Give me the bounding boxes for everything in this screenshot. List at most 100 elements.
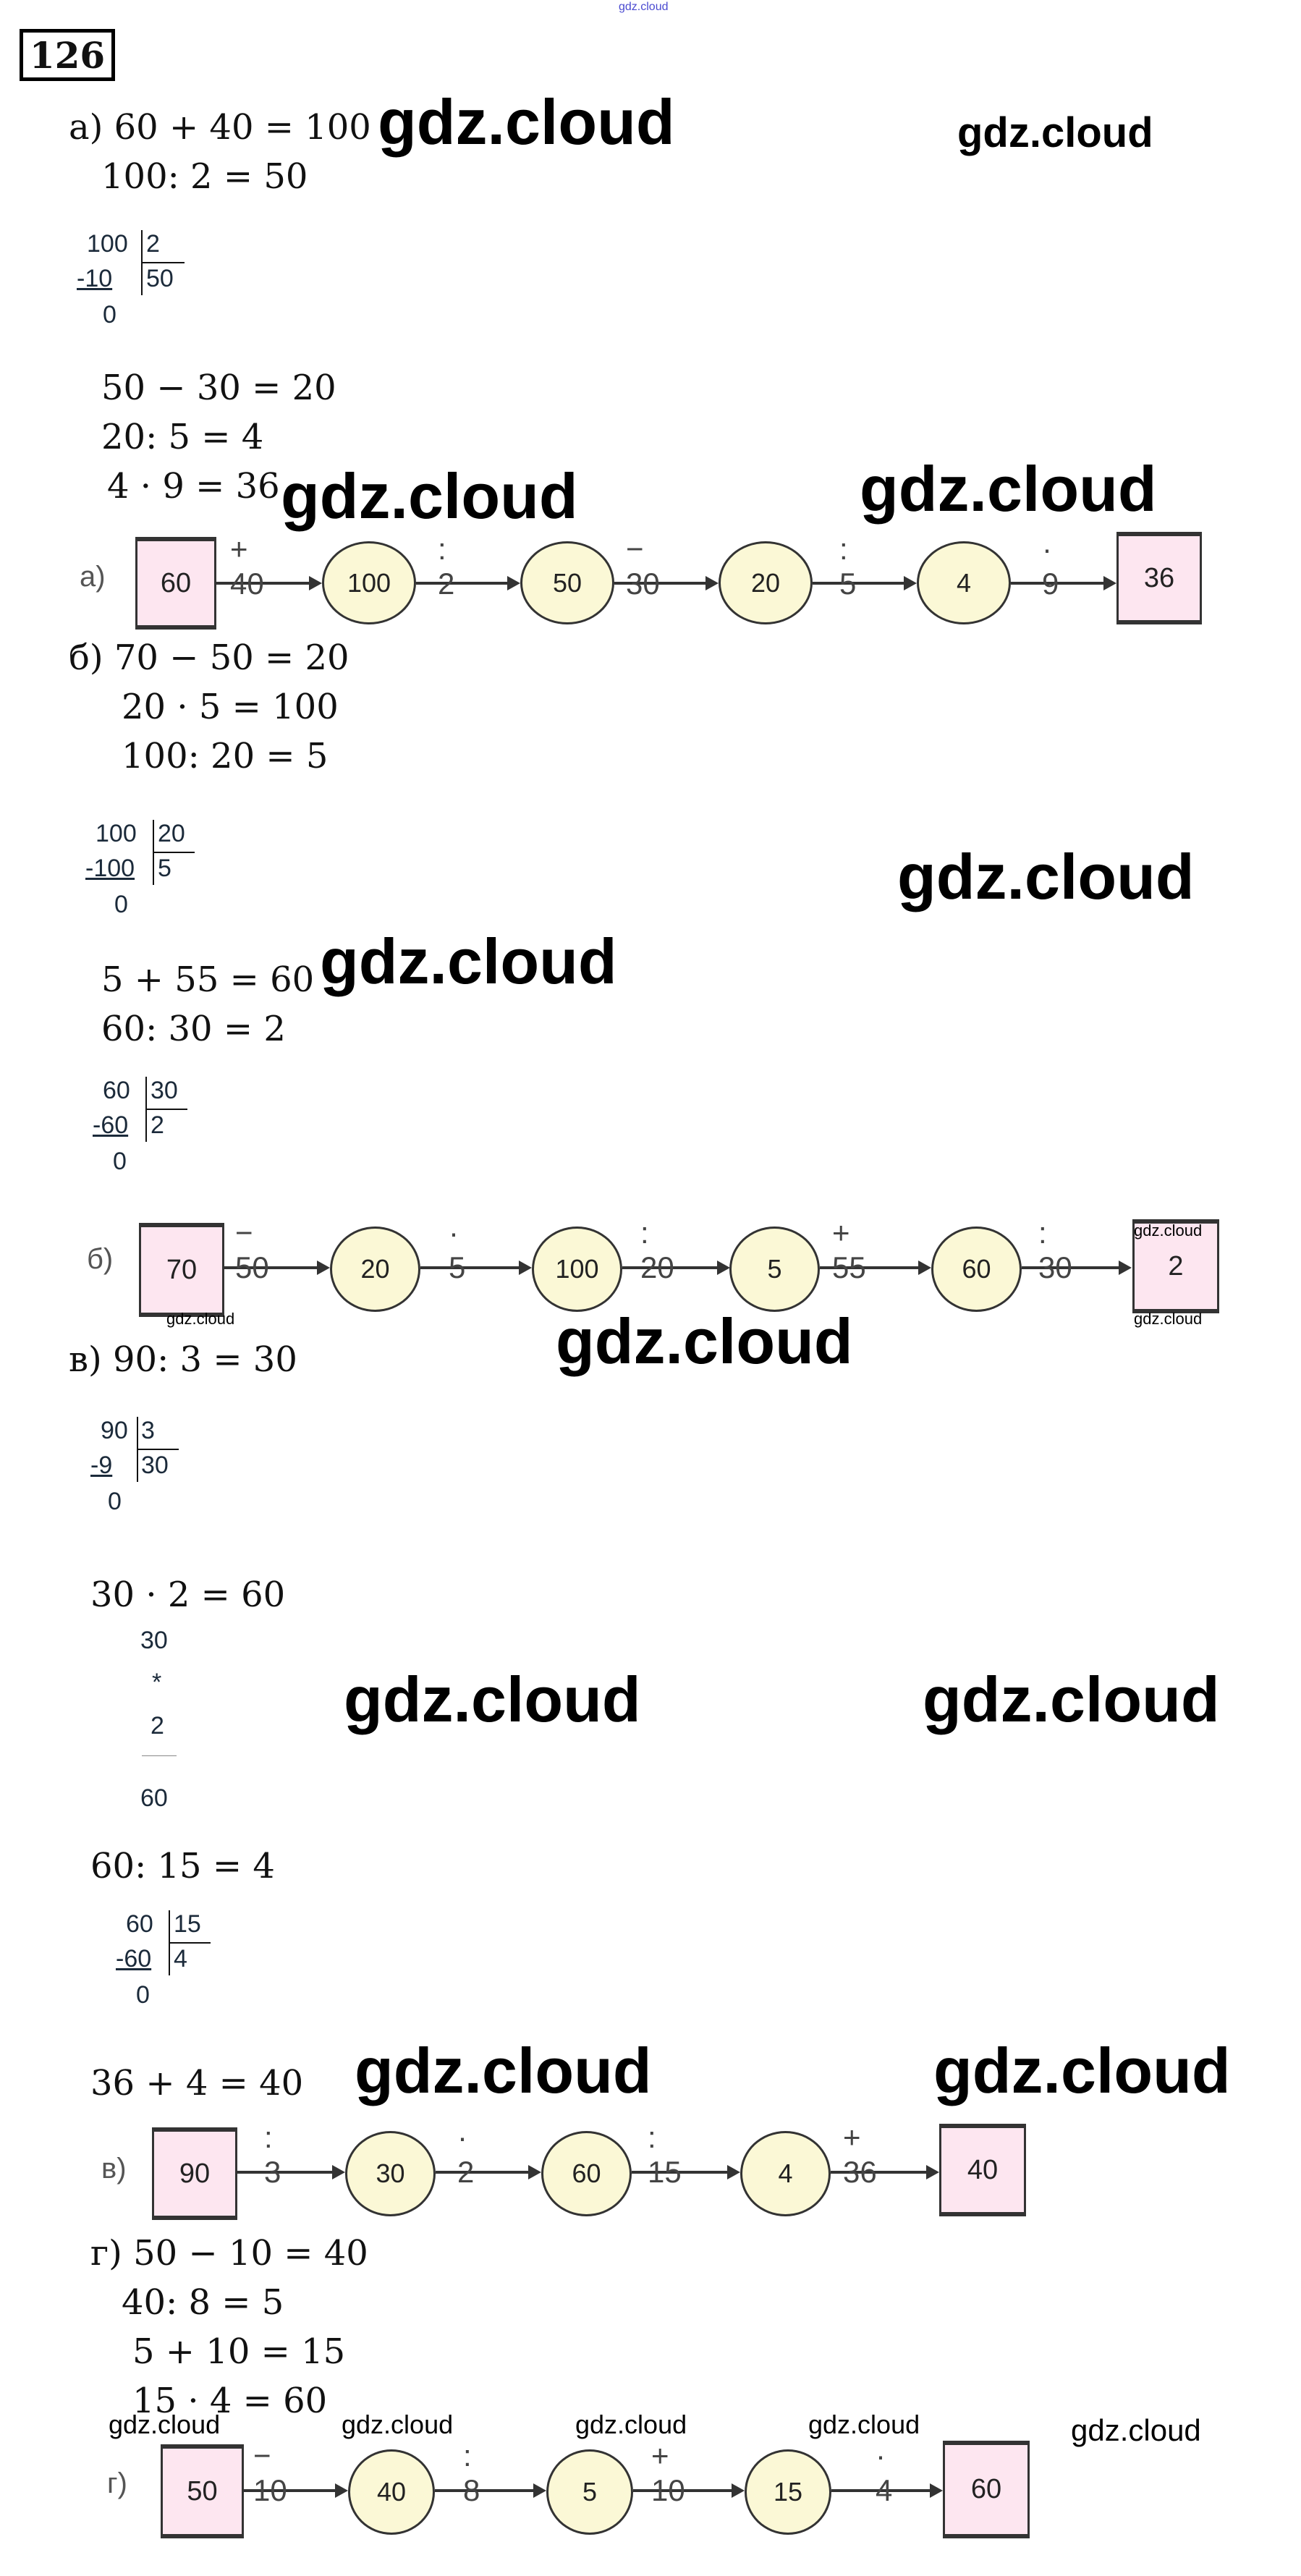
node: 5 bbox=[729, 1226, 820, 1312]
subtrahend: -100 bbox=[85, 855, 135, 882]
multiply-sign: * bbox=[152, 1669, 162, 1696]
node: 40 bbox=[348, 2449, 435, 2535]
operation: + 36 bbox=[843, 2120, 877, 2189]
dividend: 60 bbox=[103, 1077, 130, 1104]
node: 20 bbox=[719, 541, 813, 624]
arrow bbox=[1022, 1261, 1132, 1275]
arrow bbox=[435, 2483, 546, 2498]
long-division: 60 30 -60 2 0 bbox=[93, 1077, 208, 1192]
divisor: 30 bbox=[151, 1077, 178, 1104]
watermark: gdz.cloud bbox=[109, 2410, 221, 2439]
equation: 4 · 9 = 36 bbox=[107, 466, 280, 507]
start-box: 90 bbox=[152, 2127, 237, 2220]
operation: : 15 bbox=[648, 2120, 682, 2189]
equation: 100: 20 = 5 bbox=[122, 736, 329, 776]
quotient: 2 bbox=[151, 1111, 164, 1139]
operation: : 5 bbox=[839, 532, 857, 601]
long-division: 100 20 -100 5 0 bbox=[85, 820, 216, 936]
operation: + 10 bbox=[651, 2439, 685, 2507]
watermark: gdz.cloud bbox=[166, 1310, 235, 1328]
equation: 100: 2 = 50 bbox=[101, 156, 308, 197]
operation: − 10 bbox=[253, 2439, 287, 2507]
column-multiplication: 30 * 2 60 bbox=[137, 1627, 210, 1844]
arrow bbox=[831, 2165, 939, 2179]
long-division: 60 15 -60 4 0 bbox=[116, 1910, 232, 2026]
node: 4 bbox=[917, 541, 1011, 624]
watermark: gdz.cloud bbox=[923, 1664, 1220, 1735]
quotient: 5 bbox=[158, 855, 171, 882]
operation: : 8 bbox=[463, 2439, 480, 2507]
watermark: gdz.cloud bbox=[342, 2410, 454, 2439]
end-box: 60 bbox=[943, 2441, 1030, 2538]
equation: 20: 5 = 4 bbox=[101, 417, 264, 457]
remainder: 0 bbox=[113, 1148, 127, 1175]
equation: 60: 30 = 2 bbox=[101, 1009, 286, 1049]
arrow bbox=[831, 2483, 943, 2498]
watermark: gdz.cloud bbox=[320, 925, 617, 997]
watermark: gdz.cloud bbox=[1071, 2413, 1201, 2447]
watermark: gdz.cloud bbox=[808, 2410, 920, 2439]
chain-label: в) bbox=[101, 2153, 127, 2185]
node: 20 bbox=[330, 1226, 420, 1312]
quotient: 4 bbox=[174, 1945, 187, 1973]
long-division: 90 3 -9 30 0 bbox=[90, 1417, 199, 1533]
arrow bbox=[244, 2483, 348, 2498]
arrow bbox=[216, 576, 322, 590]
equation: 50 − 30 = 20 bbox=[101, 368, 336, 408]
chain-label: б) bbox=[87, 1243, 114, 1275]
equation: 20 · 5 = 100 bbox=[122, 687, 339, 727]
dividend: 60 bbox=[126, 1910, 153, 1938]
product: 60 bbox=[140, 1784, 168, 1812]
node: 30 bbox=[345, 2131, 436, 2216]
watermark: gdz.cloud bbox=[957, 109, 1153, 156]
arrow bbox=[622, 1261, 730, 1275]
multiplicand: 30 bbox=[140, 1627, 168, 1654]
equation: а) 60 + 40 = 100 bbox=[69, 107, 371, 148]
operation: : 2 bbox=[438, 532, 455, 601]
equation: 15 · 4 = 60 bbox=[132, 2381, 328, 2421]
operation: − 50 bbox=[235, 1216, 269, 1284]
dividend: 90 bbox=[101, 1417, 128, 1444]
watermark: gdz.cloud bbox=[897, 841, 1195, 912]
watermark: gdz.cloud bbox=[355, 2035, 652, 2106]
start-box: 70 bbox=[139, 1223, 224, 1317]
arrow bbox=[632, 2165, 740, 2179]
operation: · 5 bbox=[449, 1216, 466, 1284]
node: 50 bbox=[520, 541, 614, 624]
chain-label: г) bbox=[107, 2467, 127, 2499]
remainder: 0 bbox=[136, 1981, 150, 2009]
equation: б) 70 − 50 = 20 bbox=[69, 637, 349, 678]
node: 4 bbox=[740, 2131, 831, 2216]
end-box: 36 bbox=[1116, 532, 1202, 624]
subtrahend: -10 bbox=[77, 265, 113, 292]
end-box: 2 bbox=[1132, 1219, 1219, 1313]
dividend: 100 bbox=[87, 230, 128, 258]
node: 60 bbox=[541, 2131, 632, 2216]
dividend: 100 bbox=[96, 820, 137, 847]
arrow bbox=[224, 1261, 330, 1275]
node: 100 bbox=[322, 541, 416, 624]
watermark: gdz.cloud bbox=[1134, 1310, 1203, 1328]
equation: г) 50 − 10 = 40 bbox=[90, 2233, 368, 2274]
watermark-top: gdz.cloud bbox=[619, 1, 669, 13]
equation: 40: 8 = 5 bbox=[122, 2282, 284, 2323]
node: 100 bbox=[532, 1226, 622, 1312]
subtrahend: -60 bbox=[116, 1945, 152, 1973]
node: 5 bbox=[546, 2449, 633, 2535]
long-division: 100 2 -10 50 0 bbox=[77, 230, 195, 346]
node: 60 bbox=[931, 1226, 1022, 1312]
divisor: 20 bbox=[158, 820, 185, 847]
watermark: gdz.cloud bbox=[933, 2035, 1231, 2106]
remainder: 0 bbox=[114, 891, 128, 918]
operation: · 2 bbox=[457, 2120, 475, 2189]
arrow bbox=[436, 2165, 541, 2179]
node: 15 bbox=[745, 2449, 831, 2535]
operation: − 30 bbox=[626, 532, 660, 601]
arrow bbox=[237, 2165, 345, 2179]
quotient: 50 bbox=[146, 265, 174, 292]
operation: : 3 bbox=[264, 2120, 281, 2189]
problem-number: 126 bbox=[20, 29, 115, 81]
equation: 60: 15 = 4 bbox=[90, 1846, 275, 1886]
operation: : 30 bbox=[1038, 1216, 1072, 1284]
operation: · 4 bbox=[876, 2439, 893, 2507]
